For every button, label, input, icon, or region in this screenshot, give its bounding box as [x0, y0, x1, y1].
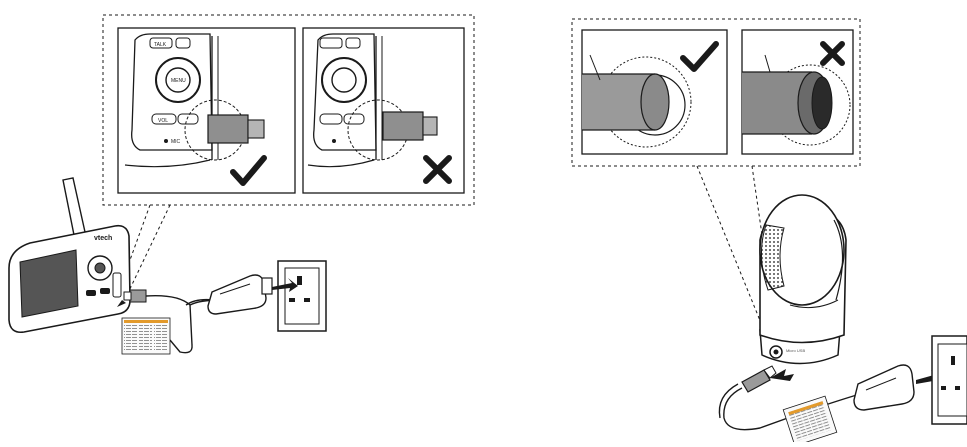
monitor-power-adapter: [207, 274, 273, 315]
insert-arrow-monitor: [117, 300, 126, 307]
monitor-inset-dashed-frame: [102, 14, 475, 206]
camera-inset-incorrect: [741, 29, 854, 155]
usb-plug-correct: [207, 114, 265, 144]
insert-arrow-camera: [770, 369, 794, 381]
monitor-antenna: [62, 177, 86, 236]
camera-inset-dashed-frame: [571, 18, 861, 167]
camera-inset-group: [571, 18, 861, 346]
camera-power-adapter: [853, 364, 915, 411]
monitor-wall-socket: [277, 260, 327, 332]
camera-port-label: Micro USB: [786, 348, 805, 353]
monitor-inset-group: TALK MENU VOL MIC: [102, 14, 475, 294]
incorrect-cross-icon: [423, 155, 452, 184]
correct-check-icon: [230, 155, 267, 186]
brand-text: vtech: [94, 235, 112, 242]
vol-label: VOL: [158, 118, 168, 124]
menu-label: MENU: [171, 78, 186, 84]
camera-leader-line-a: [696, 165, 771, 346]
mic-label: MIC: [171, 139, 181, 145]
monitor-warning-tag: [121, 317, 171, 355]
camera-incorrect-cross-icon: [820, 41, 845, 66]
monitor-inset-incorrect: [302, 27, 465, 194]
usb-plug-incorrect: [382, 111, 438, 141]
talk-label: TALK: [154, 42, 167, 48]
camera-warning-tag: [782, 395, 838, 447]
monitor-leader-line-a: [127, 204, 171, 294]
monitor-inset-correct: TALK MENU VOL MIC: [117, 27, 296, 194]
camera-cable: [723, 387, 861, 431]
camera-usb-plug: [741, 365, 777, 393]
baby-unit-group: Micro USB: [718, 194, 967, 447]
insert-arrow-socket-left: [272, 278, 298, 292]
monitor-usb-plug: [123, 289, 147, 303]
camera-wall-socket: [931, 335, 967, 425]
parent-unit-group: vtech: [8, 177, 327, 355]
monitor-screen: [19, 249, 79, 318]
camera-speaker-grille: [760, 224, 785, 291]
camera-inset-correct: [581, 29, 728, 155]
camera-correct-check-icon: [680, 41, 719, 72]
